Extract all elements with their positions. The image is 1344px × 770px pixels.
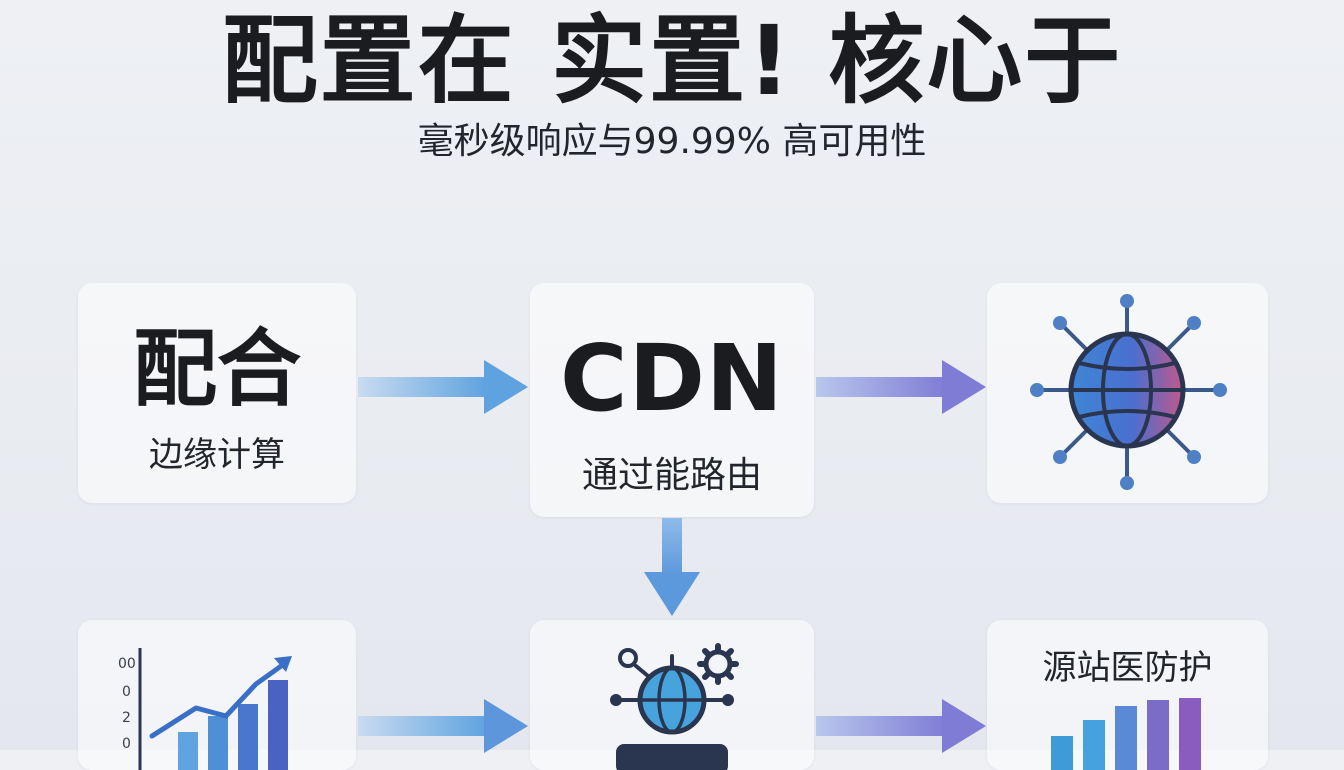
chart-tick-label: 2 (122, 710, 131, 726)
chart-bar (268, 680, 288, 770)
trend-chart-card: 00 0 2 0 (78, 620, 356, 770)
page-title: 配置在 实置! 核心于 (221, 5, 1123, 117)
arrow-chart-to-server (358, 699, 528, 753)
server-card (530, 620, 814, 770)
cdn-card-label: 通过能路由 (581, 455, 762, 496)
arrow-cdn-to-server (644, 518, 700, 616)
globe-network-icon (1030, 294, 1227, 490)
cdn-card: CDN 通过能路由 (530, 283, 814, 517)
origin-protection-card: 源站医防护 (987, 620, 1268, 770)
trend-arrow-head (274, 656, 292, 672)
chart-trend-line (149, 661, 287, 739)
edge-computing-card: 配合 边缘计算 (78, 283, 356, 503)
chart-tick-label: 0 (122, 736, 131, 752)
chart-tick-label: 00 (118, 656, 136, 672)
bar-chart-trend-icon: 00 0 2 0 (118, 648, 292, 770)
arrow-edge-to-cdn (358, 360, 528, 414)
arrow-cdn-to-globe (816, 360, 986, 414)
chart-tick-label: 0 (122, 684, 131, 700)
edge-card-label: 边缘计算 (149, 435, 285, 475)
origin-card-label: 源站医防护 (1042, 648, 1213, 688)
cdn-card-heading: CDN (560, 325, 784, 432)
globe-network-card (987, 283, 1268, 503)
page-subtitle: 毫秒级响应与99.99% 高可用性 (417, 121, 927, 162)
edge-card-heading: 配合 (132, 320, 301, 418)
arrow-server-to-origin (816, 699, 986, 753)
flow-arrows (358, 360, 986, 753)
